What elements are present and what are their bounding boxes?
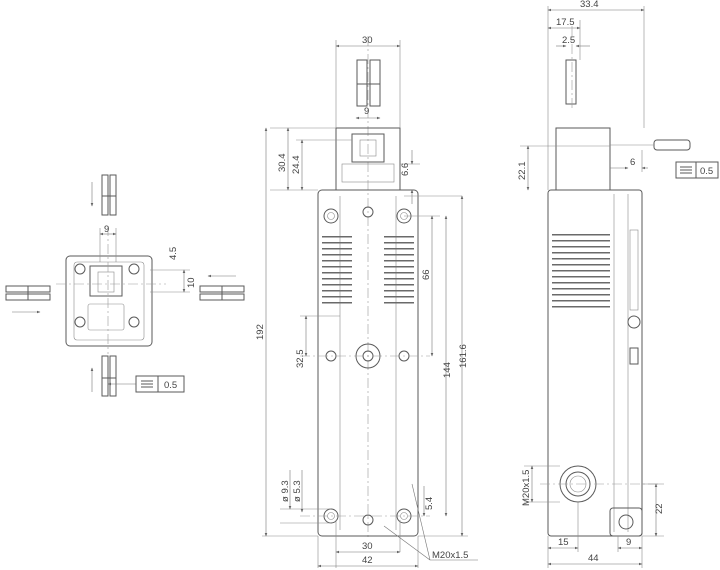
top-view-body — [65, 255, 153, 347]
switch-body — [317, 189, 419, 537]
actuator-key-bottom — [90, 355, 117, 397]
dim-bottom-inner-label: 30 — [362, 541, 373, 552]
screw-icon — [128, 263, 140, 275]
dim-top-small-label: 2.5 — [562, 35, 575, 46]
flatness-callout: 0.5 — [107, 375, 185, 393]
dim-overall-pitch-label: 161.6 — [458, 344, 469, 368]
side-view: 33.4 17.5 2.5 22.1 6 0.5 M20x1.5 — [517, 0, 719, 568]
dim-width-label: 9 — [104, 224, 109, 235]
cooling-fins-right — [384, 236, 414, 304]
side-fins — [552, 234, 610, 308]
dim-bottom-total-label: 44 — [588, 553, 599, 564]
dim-top-width-label: 30 — [362, 35, 373, 46]
actuator-side — [565, 59, 577, 105]
dim-head-inner-label: 24.4 — [291, 156, 302, 175]
actuator-key-right — [199, 274, 245, 301]
mounting-hole-icon — [362, 514, 374, 526]
dim-mid-offset-label: 32.5 — [295, 350, 306, 369]
side-head — [555, 127, 611, 191]
screw-icon — [74, 316, 86, 328]
top-view-slot — [89, 265, 123, 297]
mounting-hole-icon — [323, 208, 339, 224]
actuator-key-side — [653, 139, 691, 151]
actuator-top — [356, 59, 368, 107]
dim-conduit-height-label: 22 — [654, 503, 665, 514]
side-body — [547, 189, 643, 537]
dim-bottom-right-label: 9 — [626, 537, 631, 548]
dim-top-total-label: 33.4 — [580, 0, 599, 10]
front-view: 30 9 30.4 24.4 6.6 192 66 32.5 144 — [255, 35, 478, 568]
side-thread-label: M20x1.5 — [521, 470, 532, 506]
dim-hole-outer-label: ø 9.3 — [280, 480, 291, 502]
screw-icon — [74, 263, 86, 275]
thread-label: M20x1.5 — [432, 550, 468, 561]
side-flatness-callout: 0.5 — [675, 161, 719, 179]
dim-conduit-offset-label: 15 — [558, 537, 569, 548]
dim-upper-pitch-label: 66 — [421, 269, 432, 280]
dim-total-height-label: 192 — [255, 324, 266, 340]
mounting-hole-icon — [362, 206, 374, 218]
dim-lower-pitch-label: 144 — [442, 362, 453, 378]
dim-key-offset-label: 6 — [630, 157, 635, 168]
dim-hole-inner-label: ø 5.3 — [292, 480, 303, 502]
dim-bottom-small-label: 5.4 — [424, 497, 435, 510]
actuator-key-left — [5, 285, 51, 314]
side-flatness-value: 0.5 — [700, 166, 713, 177]
dim-head-label: 22.1 — [517, 162, 528, 181]
actuator-key-top — [90, 174, 117, 216]
flatness-value: 0.5 — [164, 380, 177, 391]
top-view: 9 4.5 10 — [5, 174, 245, 397]
dim-head-outer-label: 30.4 — [277, 154, 288, 173]
dim-head-small-label: 6.6 — [400, 163, 411, 176]
cooling-fins-left — [322, 236, 352, 304]
dim-height-label: 10 — [186, 277, 197, 288]
dim-bottom-outer-label: 42 — [362, 555, 373, 566]
dim-top-mid-label: 17.5 — [556, 17, 575, 28]
screw-icon — [128, 316, 140, 328]
dim-slot-label: 9 — [364, 106, 369, 117]
dim-height-small-label: 4.5 — [168, 247, 179, 260]
